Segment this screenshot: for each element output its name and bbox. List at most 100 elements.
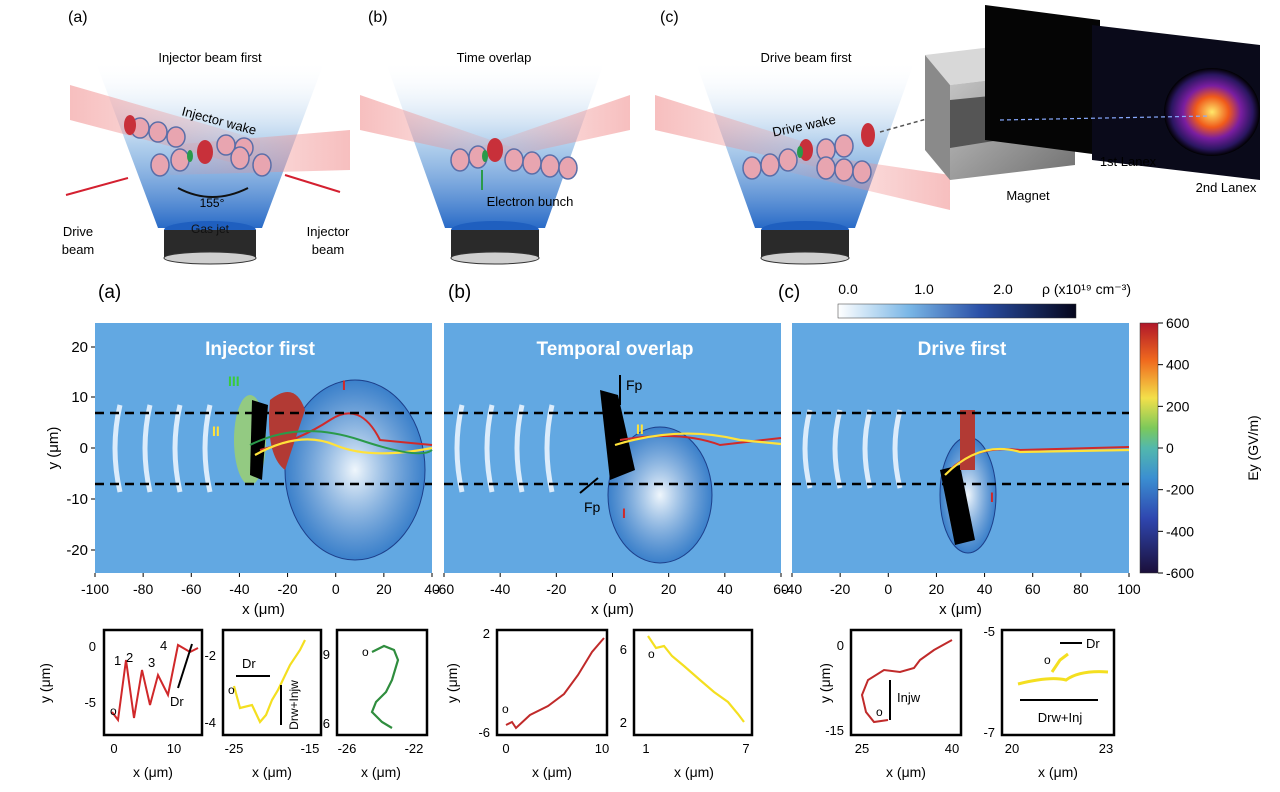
marker-ii: II [636, 421, 644, 437]
schematic-a: (a) Injector beam first Gas jet Injector… [62, 9, 350, 265]
inset-a3: o 9 6 -26 -22 x (μm) [323, 628, 429, 780]
density-tick: 1.0 [914, 281, 934, 297]
schematic-b: (b) Time overlap Electron bunch [360, 9, 630, 265]
trajectory-green [249, 430, 433, 455]
svg-text:0: 0 [502, 741, 509, 756]
svg-text:-15: -15 [825, 723, 844, 738]
svg-text:-5: -5 [983, 624, 995, 639]
ey-tick-label: -200 [1166, 482, 1194, 498]
main-ytick-label: 20 [71, 339, 88, 356]
main-xtick-label: 20 [929, 581, 945, 597]
ey-tick-label: -400 [1166, 523, 1194, 539]
trajectory-yellow [1017, 652, 1109, 686]
panel-c-wake [802, 409, 903, 489]
drive-pulse [124, 115, 136, 135]
angle-label: 155° [200, 196, 225, 210]
electron-bunch [482, 150, 488, 162]
density-colorbar: 0.0 1.0 2.0 ρ (x10¹⁹ cm⁻³) [837, 281, 1131, 319]
injector-beam-label: Injector [307, 224, 350, 239]
inset-ylabel-c: y (μm) [817, 663, 833, 703]
svg-text:Injw: Injw [897, 690, 921, 705]
trajectory-yellow [614, 432, 782, 447]
svg-text:-4: -4 [204, 715, 216, 730]
electron-bunch [187, 150, 193, 162]
panel-a-bubble [284, 379, 426, 561]
svg-text:20: 20 [1005, 741, 1019, 756]
svg-text:7: 7 [742, 741, 749, 756]
svg-text:o: o [110, 704, 117, 718]
panel-b-label: (b) [448, 282, 471, 303]
svg-text:4: 4 [160, 638, 167, 653]
svg-text:x (μm): x (μm) [532, 764, 572, 780]
gas-jet-base [163, 251, 257, 265]
drive-pulse [861, 123, 875, 147]
svg-text:x (μm): x (μm) [1038, 764, 1078, 780]
force-label-up: Fp [626, 377, 643, 393]
svg-text:0: 0 [89, 639, 96, 654]
svg-text:23: 23 [1099, 741, 1113, 756]
trajectory-yellow [232, 639, 306, 725]
schematic-b-label: (b) [368, 9, 388, 26]
panel-c-title: Drive first [918, 339, 1007, 360]
main-ytick-label: -20 [66, 542, 88, 559]
angle-arc [177, 187, 249, 198]
main-xtick-label: 40 [424, 581, 440, 597]
panel-a-title: Injector first [205, 339, 315, 360]
schematic-c: (c) Drive beam first Drive wake [655, 9, 950, 265]
svg-text:9: 9 [323, 647, 330, 662]
svg-text:o: o [648, 647, 655, 661]
ey-label: Ey (GV/m) [1245, 415, 1261, 480]
gas-jet-base [450, 251, 540, 265]
inset-a2: o Dr Drw+Injw -2 -4 -25 -15 x (μm) [204, 628, 323, 780]
injector-beam [170, 130, 350, 175]
magnet-front [925, 55, 950, 180]
main-xtick-label: -20 [546, 581, 566, 597]
main-xtick-label: 0 [884, 581, 892, 597]
svg-text:6: 6 [620, 642, 627, 657]
inset-a1: o 1 2 3 4 Dr 0 -5 0 10 x (μm) [84, 628, 204, 780]
svg-text:x (μm): x (μm) [361, 764, 401, 780]
svg-text:25: 25 [855, 741, 869, 756]
ey-tick-label: -600 [1166, 565, 1194, 581]
svg-text:10: 10 [595, 741, 609, 756]
panel-b: (b) Temporal overlap Fp Fp II I -60-40-2… [434, 282, 789, 618]
lanex-2-label: 2nd Lanex [1196, 180, 1257, 195]
main-xtick-label: -40 [229, 581, 249, 597]
panel-a-label: (a) [98, 282, 121, 303]
trajectory-yellow [944, 447, 1130, 476]
trajectory-red [111, 643, 199, 723]
svg-text:3: 3 [148, 655, 155, 670]
panel-b-density-spike [600, 390, 635, 480]
panel-a: (a) Injector first III II I -100-80-60-4… [81, 282, 440, 618]
svg-text:-6: -6 [478, 725, 490, 740]
ey-gradient [1139, 322, 1159, 574]
svg-text:-22: -22 [405, 741, 424, 756]
force-arrow-down [579, 477, 599, 494]
marker-i: I [622, 505, 626, 521]
trajectory-red [619, 435, 782, 447]
svg-text:o: o [502, 702, 509, 716]
panel-b-title: Temporal overlap [537, 339, 694, 360]
wake-bubbles [450, 145, 578, 180]
main-xtick-label: 0 [609, 581, 617, 597]
main-xtick-label: 20 [376, 581, 392, 597]
panel-a-field-red [269, 392, 305, 470]
svg-text:-25: -25 [225, 741, 244, 756]
density-tick: 0.0 [838, 281, 858, 297]
ey-tick-label: 600 [1166, 315, 1190, 331]
main-ytick-label: 0 [80, 440, 88, 457]
svg-text:o: o [1044, 653, 1051, 667]
electron-bunch-label: Electron bunch [487, 194, 574, 209]
density-label: ρ (x10¹⁹ cm⁻³) [1042, 281, 1131, 297]
main-xtick-label: 20 [661, 581, 677, 597]
main-xtick-label: 100 [1117, 581, 1141, 597]
panel-c-label: (c) [778, 282, 800, 303]
main-xtick-label: -100 [81, 581, 109, 597]
trajectory-green [370, 644, 400, 729]
svg-text:0: 0 [110, 741, 117, 756]
marker-iii: III [228, 373, 240, 389]
inset-c1: o Injw 0 -15 25 40 x (μm) [825, 628, 963, 780]
density-gradient [837, 303, 1077, 319]
